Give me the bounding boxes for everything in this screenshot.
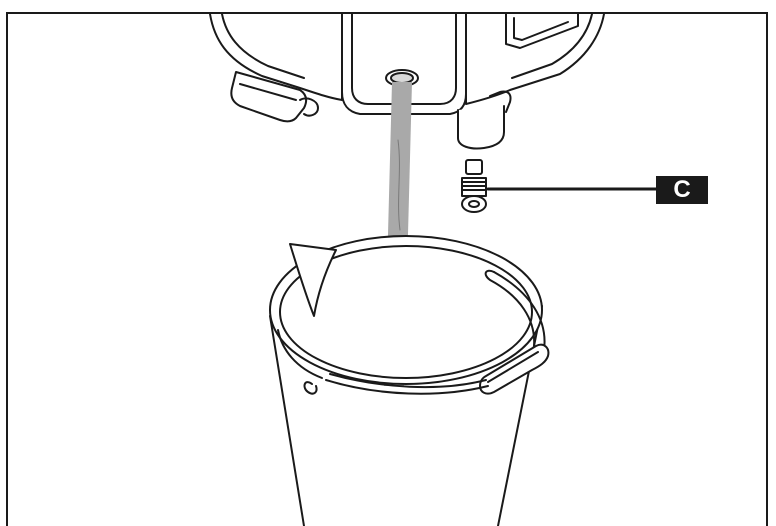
figure-frame — [6, 12, 768, 526]
callout-label-c: C — [656, 176, 708, 204]
bucket — [269, 235, 550, 526]
machine-base — [209, 14, 605, 150]
drain-plug — [461, 159, 487, 213]
